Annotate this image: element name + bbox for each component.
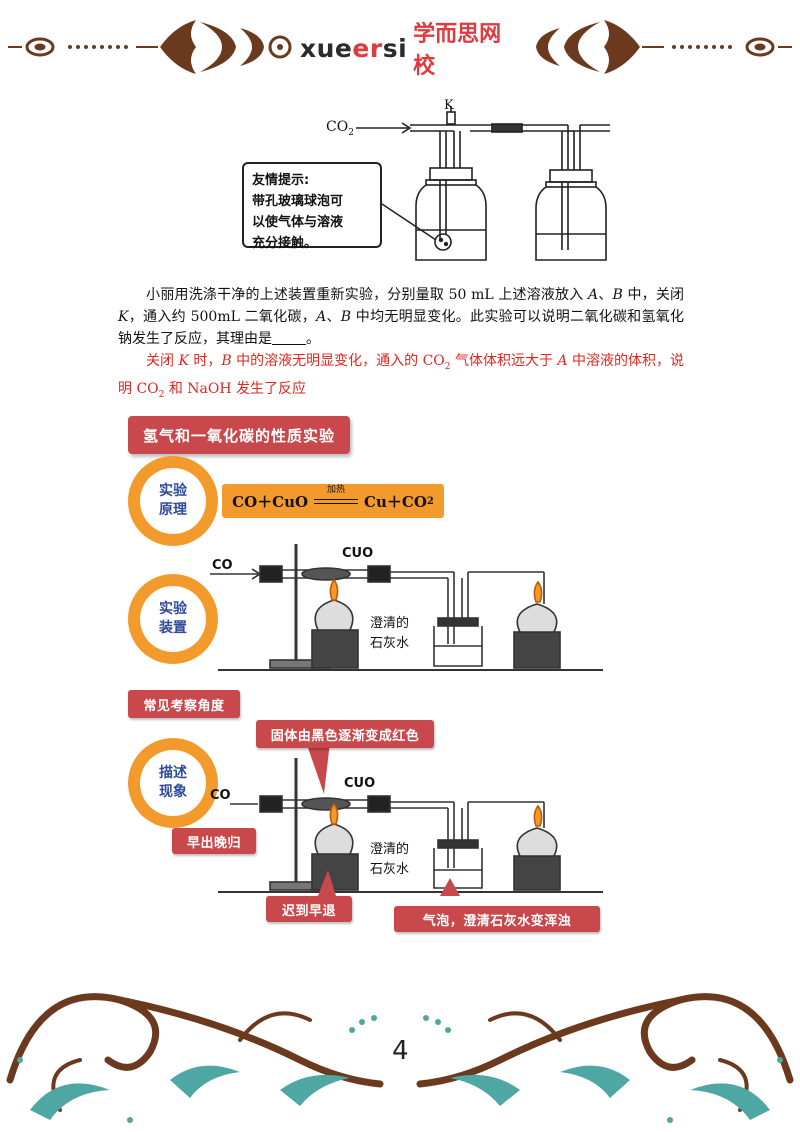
apparatus-drawing <box>356 106 610 261</box>
co-inlet-label: CO <box>210 788 231 803</box>
page-header: xueersi 学而思网校 <box>0 0 800 90</box>
page-number: 4 <box>392 1036 409 1066</box>
answer-paragraph: 关闭 K 时，B 中的溶液无明显变化，通入的 CO2 气体体积远大于 A 中溶液… <box>118 353 684 400</box>
header-ornament <box>8 20 792 74</box>
co2-absorption-apparatus: K CO2 友情提示: 带孔玻璃球泡可 以使气体与溶液 充分接触。 <box>230 92 630 274</box>
equals-heating-sign: 加热 <box>314 485 359 508</box>
page-footer-ornament <box>0 960 800 1132</box>
limewater-label: 澄清的石灰水 <box>370 616 410 651</box>
brand-latin: xueersi <box>300 33 408 63</box>
valve-k-label: K <box>444 98 454 113</box>
principle-badge: 实验原理 <box>128 456 218 546</box>
hint-line: 带孔玻璃球泡可 <box>252 194 344 209</box>
co2-inlet-label: CO2 <box>326 119 354 138</box>
cuo-label: CUO <box>344 776 376 791</box>
limewater-label: 澄清的石灰水 <box>370 842 410 877</box>
brand-chinese: 学而思网校 <box>413 22 502 79</box>
footer-swirl <box>6 993 794 1123</box>
common-angle-banner: 常见考察角度 <box>128 690 240 718</box>
describe-badge: 描述现象 <box>128 738 218 828</box>
bubbles-turbid-callout: 气泡，澄清石灰水变浑浊 <box>394 906 600 932</box>
solid-color-change-callout: 固体由黑色逐渐变成红色 <box>256 720 434 748</box>
answer-blank <box>272 331 306 345</box>
cuo-label: CUO <box>342 546 374 561</box>
hint-line: 充分接触。 <box>252 236 318 251</box>
setup-badge: 实验装置 <box>128 574 218 664</box>
apparatus-drawings <box>210 544 603 896</box>
question-paragraph: 小丽用洗涤干净的上述装置重新实验，分别量取 50 mL 上述溶液放入 A、B 中… <box>118 287 685 347</box>
early-out-late-back-callout: 早出晚归 <box>172 828 256 854</box>
panel-title: 氢气和一氧化碳的性质实验 <box>128 416 350 454</box>
brand-logo: xueersi 学而思网校 <box>300 22 510 79</box>
friendly-hint-box: 友情提示: 带孔玻璃球泡可 以使气体与溶液 充分接触。 <box>242 162 382 251</box>
late-arrive-early-leave-callout: 迟到早退 <box>266 896 352 922</box>
hint-line: 以使气体与溶液 <box>252 215 344 230</box>
hint-title: 友情提示: <box>252 173 310 188</box>
co-inlet-label: CO <box>212 558 233 573</box>
